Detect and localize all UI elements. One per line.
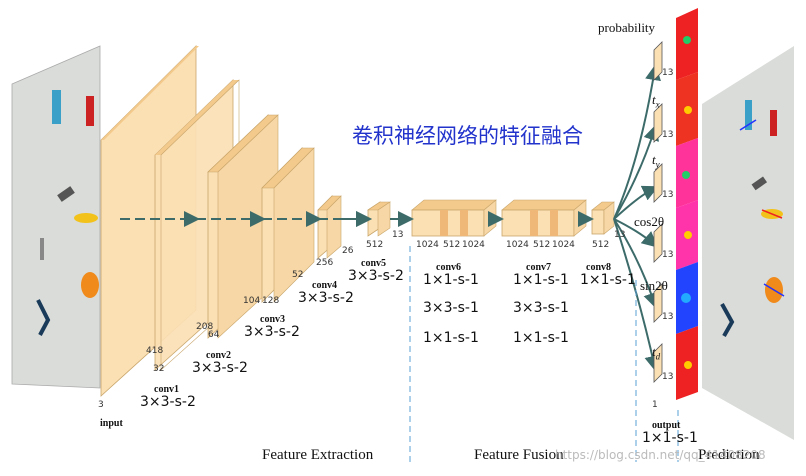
conv7-op-1: 1×1-s-1 — [513, 272, 569, 288]
conv5-label: conv5 — [361, 258, 386, 269]
bottle-object — [52, 90, 61, 124]
orange-object — [81, 272, 99, 298]
output-dim-1: 13 — [662, 68, 674, 78]
tx-label-main: t — [652, 92, 656, 107]
tx-label-sub: x — [655, 99, 660, 110]
conv7-op-2: 3×3-s-1 — [513, 300, 569, 316]
conv7-dim-a: 1024 — [506, 240, 529, 250]
input-image — [11, 45, 101, 389]
prediction-image — [702, 46, 794, 440]
output-dim-2: 13 — [662, 130, 674, 140]
conv7-op-3: 1×1-s-1 — [513, 330, 569, 346]
input-label: input — [100, 418, 123, 429]
conv3-op: 3×3-s-2 — [244, 324, 300, 340]
wrench-object — [40, 238, 44, 260]
conv4-op: 3×3-s-2 — [298, 290, 354, 306]
conv6-op-3: 1×1-s-1 — [423, 330, 479, 346]
ty-label-main: t — [652, 152, 656, 167]
conv6-op-1: 1×1-s-1 — [423, 272, 479, 288]
section-feature-fusion: Feature Fusion — [474, 447, 564, 463]
conv7-dim-c: 1024 — [552, 240, 575, 250]
output-heads — [653, 41, 663, 383]
output-dim-3: 13 — [662, 190, 674, 200]
output-branch-arrows — [613, 64, 661, 372]
banana-object — [74, 213, 98, 223]
output-op: 1×1-s-1 — [642, 430, 698, 446]
output-dim-6: 13 — [662, 372, 674, 382]
conv8-label: conv8 — [586, 262, 611, 273]
cos-label: cos2θ — [634, 214, 665, 229]
td-label-main: t — [652, 344, 656, 359]
section-prediction: Prediction — [698, 447, 760, 463]
conv1-op: 3×3-s-2 — [140, 394, 196, 410]
probability-label: probability — [598, 20, 656, 35]
diagram-title-cn: 卷积神经网络的特征融合 — [352, 124, 583, 148]
conv2-dim-h: 208 — [196, 322, 214, 332]
conv6-dim-b: 512 — [443, 240, 461, 250]
block-conv4 — [317, 195, 342, 259]
conv5-dim-512: 512 — [366, 240, 384, 250]
output-dim-1ch: 1 — [652, 400, 658, 410]
conv7-dim-b: 512 — [533, 240, 551, 250]
conv2-label: conv2 — [206, 350, 231, 361]
heatmap-strip — [676, 8, 698, 400]
output-dim-5: 13 — [662, 312, 674, 322]
ty-label: ty — [652, 152, 660, 170]
spray-object — [86, 96, 94, 126]
section-dividers — [409, 246, 679, 462]
ty-label-sub: y — [655, 159, 660, 170]
conv1-dim-h: 418 — [146, 346, 164, 356]
sin-label: sin2θ — [640, 278, 668, 293]
conv7-label: conv7 — [526, 262, 551, 273]
conv8-op: 1×1-s-1 — [580, 272, 636, 288]
conv4-dim-h: 52 — [292, 270, 304, 280]
conv2-op: 3×3-s-2 — [192, 360, 248, 376]
conv2-dim-c: 64 — [208, 330, 220, 340]
conv1-label: conv1 — [154, 384, 179, 395]
td-label: td — [652, 344, 660, 362]
conv5-dim-26: 26 — [342, 246, 354, 256]
block-conv7 — [501, 199, 587, 237]
output-label: output — [652, 420, 681, 431]
plier-object — [36, 299, 51, 336]
output-dim-4: 13 — [662, 250, 674, 260]
hammer-object — [57, 186, 75, 202]
conv5-op: 3×3-s-2 — [348, 268, 404, 284]
block-conv6 — [411, 199, 497, 237]
block-conv8 — [591, 201, 615, 235]
td-label-sub: d — [655, 351, 661, 362]
tx-label: tx — [652, 92, 660, 110]
conv3-label: conv3 — [260, 314, 285, 325]
conv3-dim-h: 104 — [243, 296, 261, 306]
conv6-dim-a: 1024 — [416, 240, 439, 250]
block-conv3 — [261, 147, 315, 303]
section-feature-extraction: Feature Extraction — [262, 447, 374, 463]
conv5-dim-13: 13 — [392, 230, 404, 240]
conv4-label: conv4 — [312, 280, 337, 291]
conv6-op-2: 3×3-s-1 — [423, 300, 479, 316]
block-conv5 — [367, 201, 391, 237]
conv6-label: conv6 — [436, 262, 461, 273]
conv6-dim-c: 1024 — [462, 240, 485, 250]
conv3-dim-c: 128 — [262, 296, 280, 306]
conv8-dim-512: 512 — [592, 240, 610, 250]
watermark: https://blog.csdn.net/qq_41408208 — [555, 448, 766, 462]
input-dim: 3 — [98, 400, 104, 410]
conv4-dim-c: 256 — [316, 258, 334, 268]
conv1-dim-c: 32 — [153, 364, 165, 374]
conv8-dim-13: 13 — [614, 230, 626, 240]
